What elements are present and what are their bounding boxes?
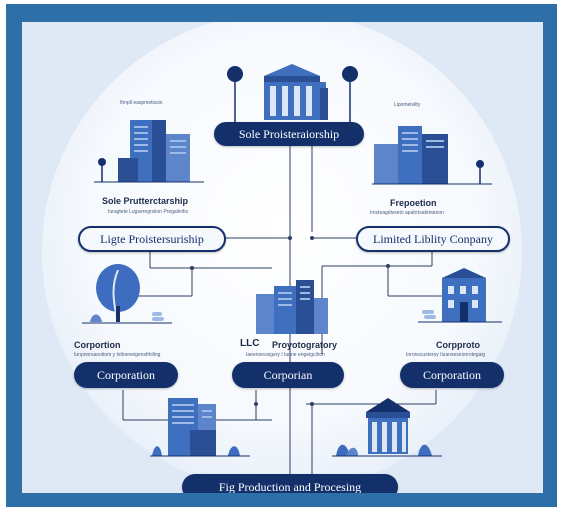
corp-right-subtext: Inronscusteroy Iiuanseseonrotegaig [406,352,486,358]
caption-top-right: Lipomeivlity [394,102,421,108]
bank-icon [332,398,442,457]
building-icon [150,398,250,457]
llc-heading-2: Proyotogratory [272,340,338,350]
building-icon [94,120,204,183]
building-icon [256,280,328,334]
corp-left-heading: Corportion [74,340,121,350]
node-left-mid: Ligte Proistersuriship [78,226,226,252]
corp-left-subtext: Iunpnorsaeotiom y Ixttneveigensfrkiling [74,352,161,358]
corp-right-heading: Corpproto [436,340,480,350]
node-right-mid: Limited Liblity Conpany [356,226,510,252]
diagram-panel: Ihnpll easpmetissin Lipomeivlity Sole Pr… [22,22,543,493]
node-top: Sole Proisteraiorship [214,122,364,146]
tree-icon [82,264,172,324]
bank-icon [227,64,358,122]
node-bottom-left: Corporation [74,362,178,388]
llc-subtext: Iaeenoessigery I tunne engeigcihon [246,352,325,358]
right-heading: Frepoetion [390,198,437,208]
node-footer: Fig Production and Procesing [182,474,398,493]
llc-heading: LLC [240,338,260,349]
building-icon [372,126,492,185]
left-heading: Sole Prutterctarship [102,196,189,206]
caption-top-left: Ihnpll easpmetissin [120,100,163,106]
left-subtext: Iuragtete Lugseregrsiion Pregalinihs [108,209,189,215]
node-bottom-center: Corporian [232,362,344,388]
house-icon [418,268,502,323]
right-subtext: Imsteagdivseto apahrtsatiretanon [370,210,444,216]
node-bottom-right: Corporation [400,362,504,388]
